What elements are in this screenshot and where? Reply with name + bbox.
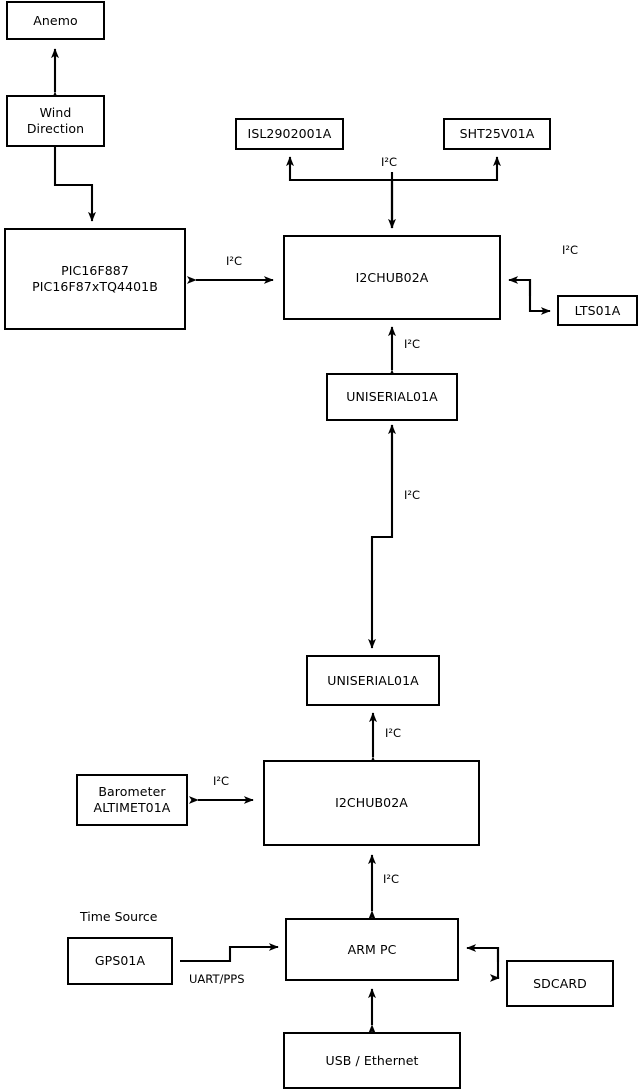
edge-label-i2c-hub-lts: I²C	[562, 243, 579, 257]
node-gps01a[interactable]: GPS01A	[67, 937, 173, 985]
node-lts01a[interactable]: LTS01A	[557, 295, 638, 326]
edge-label-i2c-hub-uniserial: I²C	[404, 337, 421, 351]
wire-hubtop-to-lts	[511, 278, 551, 315]
wire-wind-to-pic	[53, 143, 96, 222]
node-i2chub02a-bottom-label: I2CHUB02A	[335, 795, 408, 811]
node-uniserial01a-lower[interactable]: UNISERIAL01A	[306, 655, 440, 706]
node-wind-direction-label: Wind Direction	[26, 105, 85, 136]
node-sdcard-label: SDCARD	[533, 975, 587, 991]
node-usb-ethernet-label: USB / Ethernet	[325, 1052, 419, 1068]
node-pic-microcontroller[interactable]: PIC16F887 PIC16F87xTQ4401B	[4, 228, 186, 330]
node-anemo[interactable]: Anemo	[6, 1, 105, 40]
node-arm-pc-label: ARM PC	[347, 941, 397, 957]
wire-sdcard-to-armpc	[466, 944, 500, 962]
node-lts01a-label: LTS01A	[574, 302, 621, 318]
edge-label-i2c-barometer-hub2: I²C	[213, 774, 230, 788]
node-barometer-altimet01a[interactable]: Barometer ALTIMET01A	[76, 774, 188, 826]
node-anemo-label: Anemo	[33, 12, 78, 28]
edge-label-i2c-pic-hub: I²C	[226, 254, 243, 268]
edge-label-i2c-top-sensors: I²C	[381, 155, 398, 169]
node-wind-direction[interactable]: Wind Direction	[6, 95, 105, 147]
wire-hubtop-to-sht	[390, 156, 501, 228]
edge-label-uart-pps: UART/PPS	[189, 972, 245, 986]
node-gps01a-label: GPS01A	[94, 953, 146, 969]
edge-label-i2c-uniserial-uniserial: I²C	[404, 488, 421, 502]
node-isl2902001a-label: ISL2902001A	[247, 126, 332, 142]
node-i2chub02a-bottom[interactable]: I2CHUB02A	[263, 760, 480, 846]
node-arm-pc[interactable]: ARM PC	[285, 918, 459, 981]
edge-label-i2c-uniserial-hub2: I²C	[385, 726, 402, 740]
wire-uniserial-up-to-lo	[368, 425, 394, 649]
node-sht25v01a[interactable]: SHT25V01A	[443, 118, 551, 150]
node-sht25v01a-label: SHT25V01A	[459, 126, 535, 142]
node-uniserial01a-upper[interactable]: UNISERIAL01A	[326, 373, 458, 421]
wire-gps-to-armpc	[180, 943, 279, 963]
node-uniserial01a-upper-label: UNISERIAL01A	[346, 389, 438, 405]
node-barometer-altimet01a-label: Barometer ALTIMET01A	[93, 784, 171, 815]
wire-lts-to-hubtop	[508, 276, 532, 296]
node-isl2902001a[interactable]: ISL2902001A	[235, 118, 344, 150]
node-sdcard[interactable]: SDCARD	[506, 960, 614, 1007]
wire-armpc-to-sdcard	[480, 946, 500, 982]
node-pic-microcontroller-label: PIC16F887 PIC16F87xTQ4401B	[32, 263, 158, 294]
label-time-source: Time Source	[80, 909, 158, 924]
node-i2chub02a-top[interactable]: I2CHUB02A	[283, 235, 501, 320]
edge-label-i2c-hub2-armpc: I²C	[383, 872, 400, 886]
node-uniserial01a-lower-label: UNISERIAL01A	[327, 672, 419, 688]
wire-hubtop-to-isl	[286, 156, 394, 228]
node-usb-ethernet[interactable]: USB / Ethernet	[283, 1032, 461, 1089]
node-i2chub02a-top-label: I2CHUB02A	[355, 269, 429, 285]
